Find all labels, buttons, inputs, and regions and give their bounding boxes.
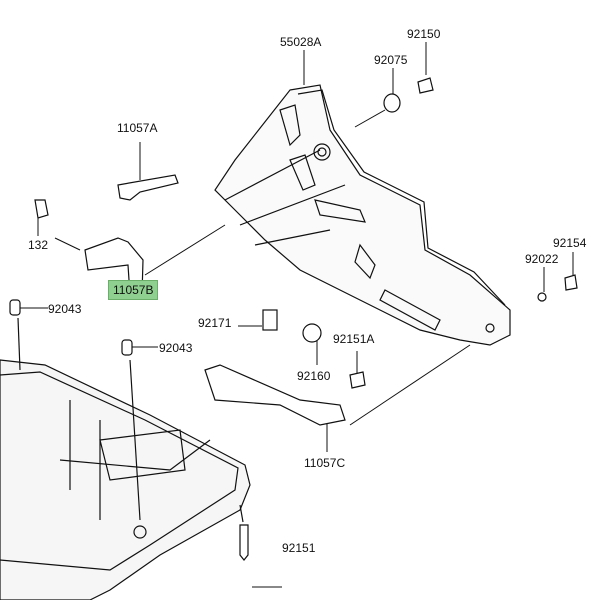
clamp-92171-shape — [262, 309, 278, 331]
part-label-92043-a[interactable]: 92043 — [48, 302, 82, 316]
bracket-11057a-shape — [117, 174, 179, 201]
pin-92043-a-shape — [9, 299, 21, 316]
part-label-92160[interactable]: 92160 — [297, 369, 331, 383]
part-label-92151[interactable]: 92151 — [282, 541, 316, 555]
pin-92043-b-shape — [121, 339, 133, 356]
part-label-11057a[interactable]: 11057A — [117, 121, 158, 135]
bolt-92151-shape — [239, 524, 249, 561]
part-label-11057b-highlighted[interactable]: 11057B — [108, 280, 159, 300]
part-label-92171[interactable]: 92171 — [198, 316, 232, 330]
part-label-92151a[interactable]: 92151A — [333, 332, 375, 346]
part-label-92150[interactable]: 92150 — [407, 27, 441, 41]
damper-92160-shape — [302, 323, 322, 343]
part-label-11057c[interactable]: 11057C — [304, 456, 346, 470]
washer-92022-shape — [537, 292, 547, 302]
grommet-92075-shape — [383, 93, 401, 113]
cover-55028a-shape — [214, 84, 511, 346]
bolt-132-shape — [34, 199, 49, 219]
part-label-55028a[interactable]: 55028A — [280, 35, 322, 49]
bolt-92150-shape — [417, 77, 434, 94]
part-label-92154[interactable]: 92154 — [553, 236, 587, 250]
bolt-92154-shape — [564, 274, 578, 291]
part-label-132[interactable]: 132 — [28, 238, 49, 252]
part-label-92043-b[interactable]: 92043 — [159, 341, 193, 355]
bracket-11057c-shape — [204, 364, 346, 426]
bolt-92151a-shape — [349, 371, 366, 389]
part-label-92022[interactable]: 92022 — [525, 252, 559, 266]
oil-pan-shape — [0, 317, 251, 600]
part-label-92075[interactable]: 92075 — [374, 53, 408, 67]
